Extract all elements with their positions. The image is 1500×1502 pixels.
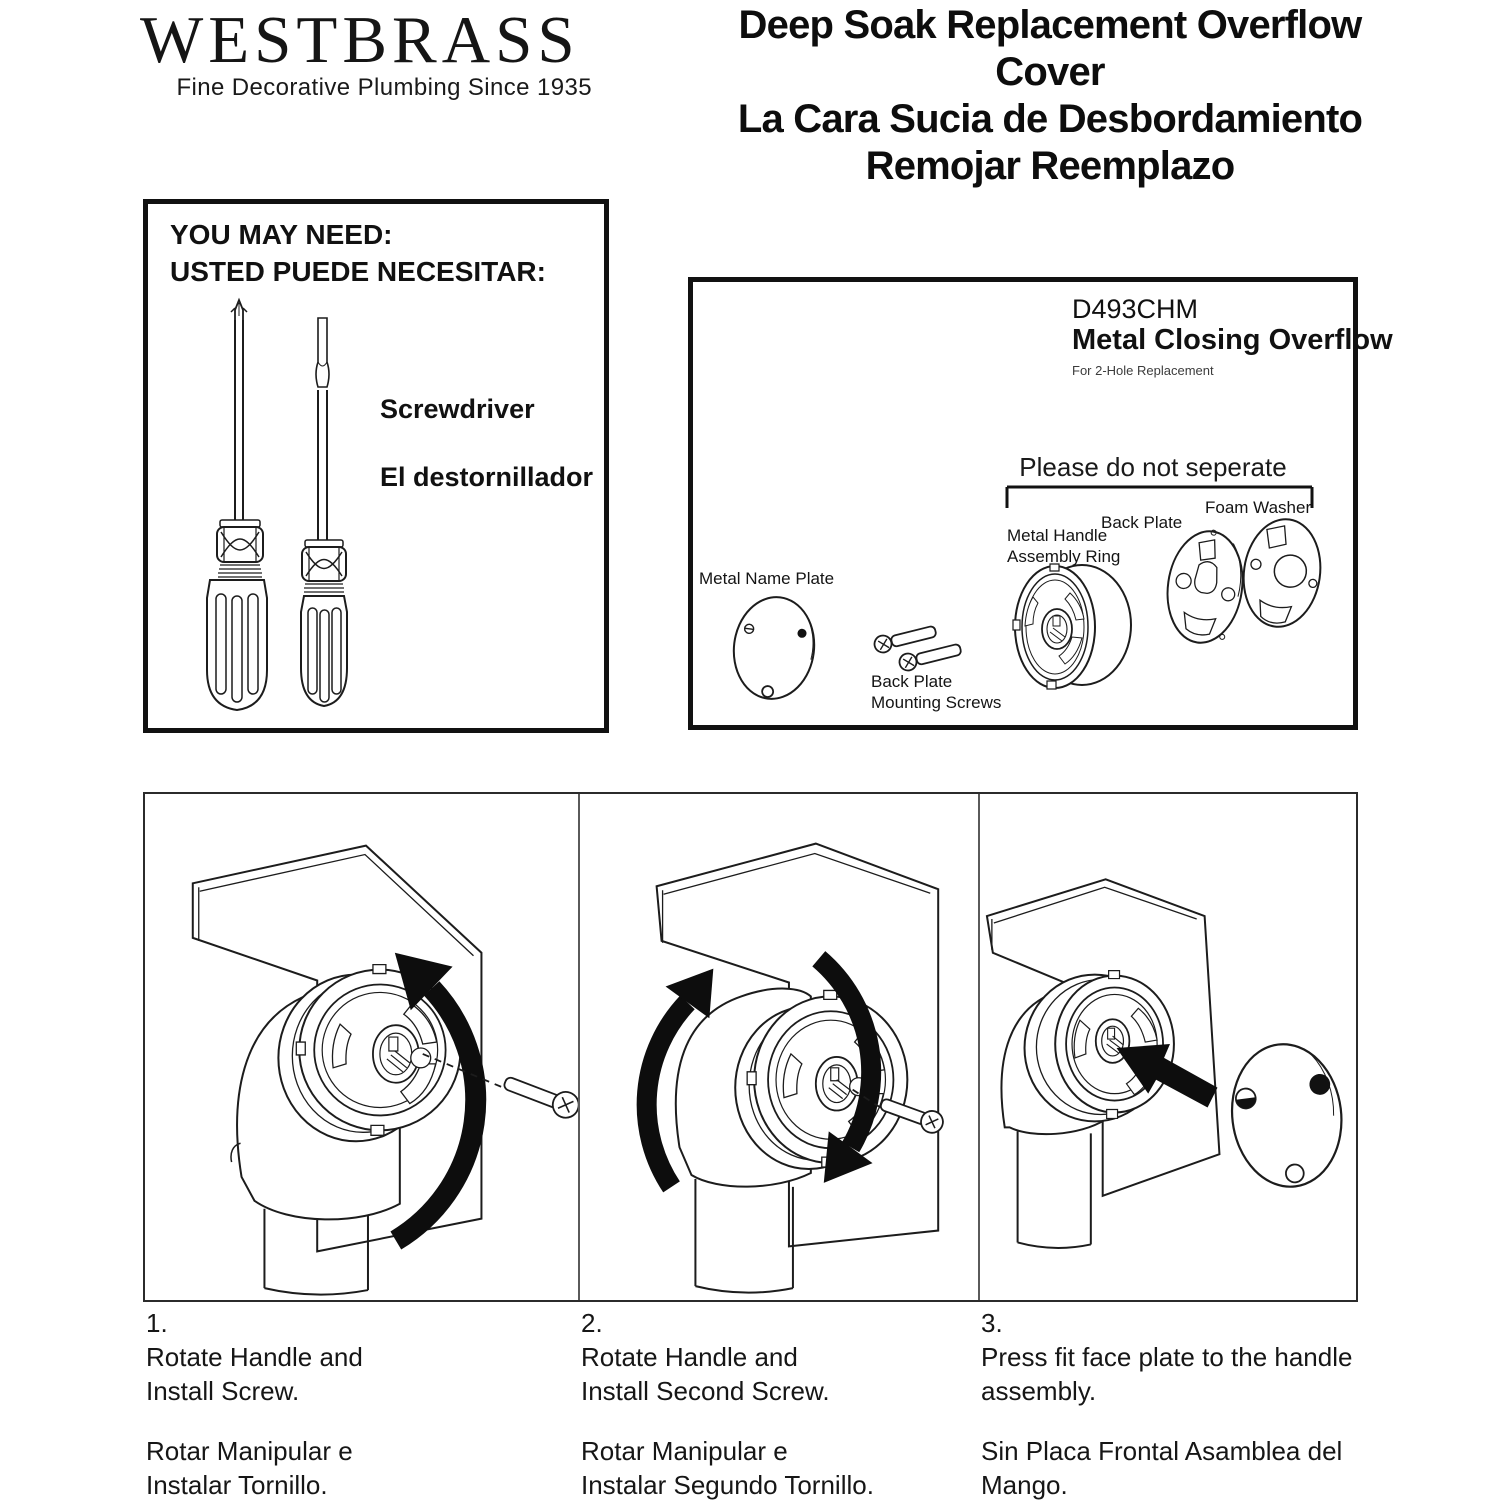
tools-heading-en: YOU MAY NEED: bbox=[170, 219, 393, 250]
label-metal-name-plate: Metal Name Plate bbox=[699, 569, 835, 588]
product-name: Metal Closing Overflow bbox=[1072, 324, 1393, 356]
press-fit-arrow bbox=[1116, 1044, 1218, 1108]
label-handle-ring: Metal Handle Assembly Ring bbox=[1007, 526, 1121, 566]
label-foam-washer: Foam Washer bbox=[1205, 498, 1312, 517]
panel-divider bbox=[978, 794, 980, 1300]
page-title: Deep Soak Replacement Overflow Cover La … bbox=[728, 2, 1372, 190]
screw-drawing bbox=[501, 1070, 578, 1122]
exploded-parts-drawing bbox=[693, 282, 1353, 725]
title-line-2: Cover bbox=[995, 50, 1105, 94]
step-instruction-es: Sin Placa Frontal Asamblea del Mango. bbox=[981, 1436, 1343, 1500]
back-plate-drawing bbox=[1161, 525, 1250, 648]
rotation-arrow bbox=[395, 952, 476, 1241]
step2-caption: 2. Rotate Handle and Install Second Scre… bbox=[581, 1306, 1001, 1502]
handle-assembly-drawing bbox=[1025, 971, 1174, 1122]
rotation-arrow-left bbox=[647, 968, 714, 1187]
rotation-arrow-right bbox=[819, 959, 873, 1183]
screw-drawing bbox=[878, 1093, 946, 1136]
step3-illustration bbox=[980, 794, 1356, 1300]
screwdrivers-icon bbox=[148, 204, 604, 728]
handle-assembly-drawing bbox=[278, 965, 460, 1142]
foam-washer-drawing bbox=[1237, 514, 1327, 632]
step3-caption: 3. Press fit face plate to the handle as… bbox=[981, 1306, 1421, 1502]
tools-heading: YOU MAY NEED: USTED PUEDE NECESITAR: bbox=[170, 216, 546, 290]
product-model: D493CHM bbox=[1072, 294, 1199, 324]
step-instruction-en: Rotate Handle and Install Screw. bbox=[146, 1342, 363, 1406]
panel-divider bbox=[578, 794, 580, 1300]
title-line-3: La Cara Sucia de Desbordamiento bbox=[737, 97, 1363, 141]
step-number: 1. bbox=[146, 1308, 168, 1338]
step2-illustration bbox=[580, 794, 978, 1300]
product-contents-box: D493CHM Metal Closing Overflow For 2-Hol… bbox=[688, 277, 1393, 730]
label-mounting-screws: Back Plate Mounting Screws bbox=[871, 672, 1002, 712]
step-instruction-en: Rotate Handle and Install Second Screw. bbox=[581, 1342, 830, 1406]
title-line-4: Remojar Reemplazo bbox=[865, 144, 1236, 188]
step-instruction-es: Rotar Manipular e Instalar Tornillo. bbox=[146, 1436, 353, 1500]
handle-assembly-ring-drawing bbox=[1013, 564, 1131, 689]
installation-steps-box bbox=[143, 792, 1358, 1302]
tools-needed-box: YOU MAY NEED: USTED PUEDE NECESITAR: bbox=[143, 199, 609, 733]
dashed-guide-line bbox=[853, 1090, 881, 1108]
mounting-screws-drawing bbox=[873, 623, 963, 673]
step1-illustration bbox=[145, 794, 578, 1300]
tool-label-es: El destornillador bbox=[380, 462, 594, 492]
step-number: 2. bbox=[581, 1308, 603, 1338]
step-number: 3. bbox=[981, 1308, 1003, 1338]
title-line-1: Deep Soak Replacement Overflow bbox=[738, 3, 1363, 47]
step-instruction-en: Press fit face plate to the handle assem… bbox=[981, 1342, 1353, 1406]
tool-label-en: Screwdriver bbox=[380, 394, 535, 424]
dashed-guide-line bbox=[423, 1054, 504, 1088]
face-plate-drawing bbox=[1224, 1038, 1349, 1193]
flathead-screwdriver-icon bbox=[301, 318, 347, 706]
do-not-separate-note: Please do not seperate bbox=[1019, 452, 1287, 482]
brand-logo: WESTBRASS bbox=[140, 3, 580, 77]
step1-caption: 1. Rotate Handle and Install Screw. Rota… bbox=[146, 1306, 566, 1502]
metal-name-plate-drawing bbox=[728, 593, 820, 704]
label-back-plate: Back Plate bbox=[1101, 513, 1183, 532]
product-subtitle: For 2-Hole Replacement bbox=[1072, 363, 1214, 378]
step-instruction-es: Rotar Manipular e Instalar Segundo Torni… bbox=[581, 1436, 874, 1500]
grouping-bracket bbox=[1007, 487, 1312, 508]
tools-heading-es: USTED PUEDE NECESITAR: bbox=[170, 256, 546, 287]
phillips-screwdriver-icon bbox=[207, 300, 267, 710]
brand-tagline: Fine Decorative Plumbing Since 1935 bbox=[176, 74, 592, 101]
